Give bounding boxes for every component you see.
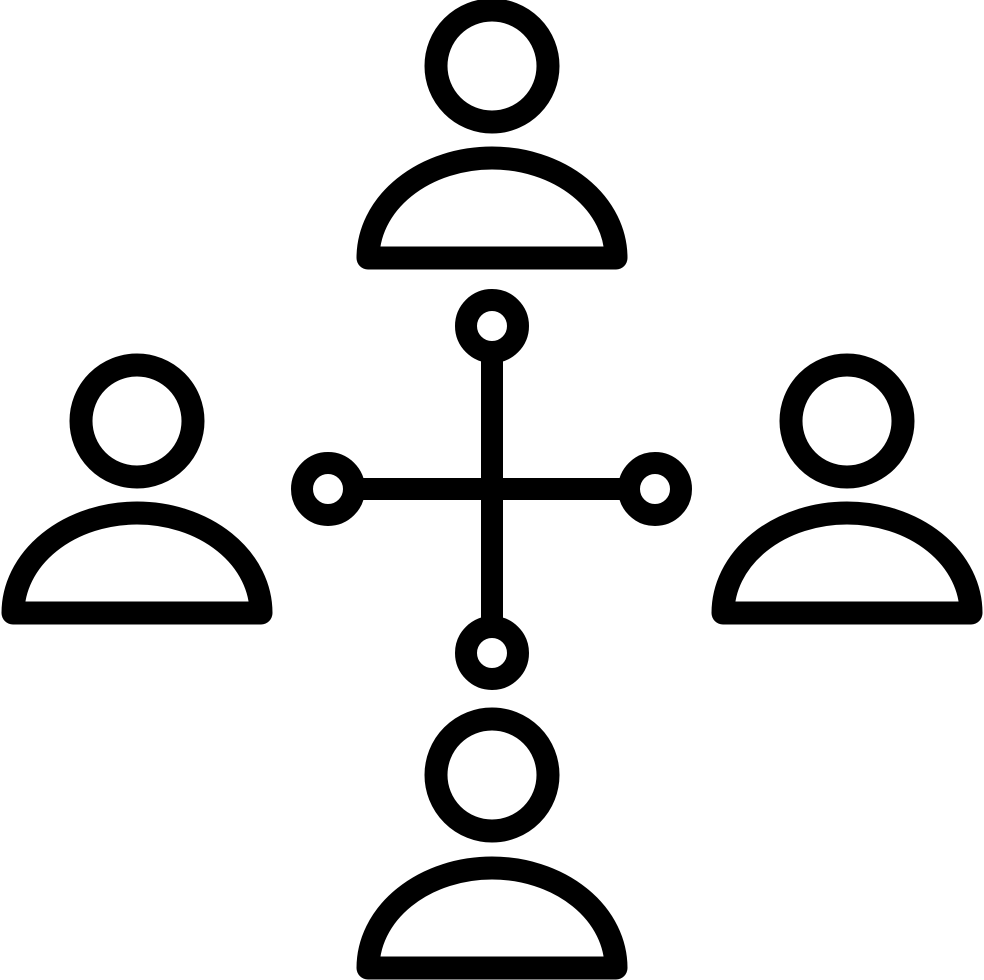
person-left-body: [1, 501, 273, 625]
hub-node-bottom: [455, 616, 529, 690]
person-right-body: [711, 501, 983, 625]
hub-node-left: [291, 452, 365, 526]
person-top-head: [424, 0, 560, 134]
person-bottom-head: [424, 707, 560, 843]
person-right-icon: [711, 353, 983, 625]
person-bottom-body: [356, 856, 628, 980]
person-left-head: [69, 353, 205, 489]
network-hub-icon: [291, 289, 692, 690]
person-right-head: [779, 353, 915, 489]
person-top-body: [356, 146, 628, 270]
person-top-icon: [356, 0, 628, 270]
hub-node-right: [618, 452, 692, 526]
person-left-icon: [1, 353, 273, 625]
hub-node-top: [455, 289, 529, 363]
person-bottom-icon: [356, 707, 628, 980]
